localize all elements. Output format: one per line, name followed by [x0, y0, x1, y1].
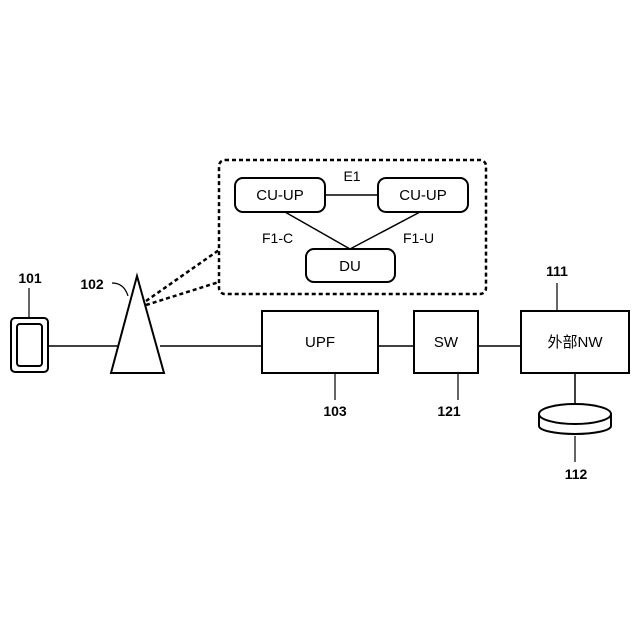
f1c-link — [285, 212, 350, 249]
ref-111: 111 — [546, 263, 568, 279]
ref-112: 112 — [565, 466, 588, 482]
external-nw-label: 外部NW — [548, 334, 604, 351]
ref-102: 102 — [80, 276, 104, 292]
ref-121: 121 — [437, 403, 461, 419]
leader-102 — [112, 283, 128, 296]
e1-label: E1 — [343, 168, 360, 184]
upf-label: UPF — [305, 334, 335, 351]
cu-up-left-label: CU-UP — [256, 187, 304, 204]
base-station-antenna — [111, 276, 164, 373]
sw-label: SW — [434, 334, 459, 351]
f1c-label: F1-C — [262, 230, 293, 246]
f1u-label: F1-U — [403, 230, 434, 246]
callout-line-lower — [146, 282, 219, 305]
cu-up-right-label: CU-UP — [399, 187, 447, 204]
ref-103: 103 — [323, 403, 347, 419]
database-cylinder — [539, 404, 611, 434]
ref-101: 101 — [18, 270, 42, 286]
du-label: DU — [339, 258, 361, 275]
terminal-device — [11, 318, 48, 372]
